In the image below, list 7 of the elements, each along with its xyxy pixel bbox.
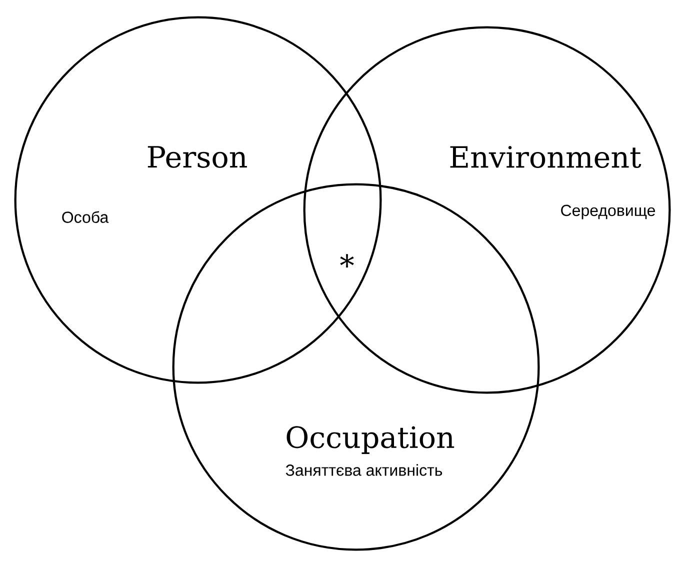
circle-label: Середовище xyxy=(561,204,655,220)
circle-label: Occupation xyxy=(286,426,454,454)
asterisk: * xyxy=(340,254,354,268)
circle-label: Заняттєва активність xyxy=(286,464,442,476)
circle-label: Особа xyxy=(62,211,109,223)
circle-label: Person xyxy=(148,146,247,168)
circle-label: Environment xyxy=(450,146,642,168)
